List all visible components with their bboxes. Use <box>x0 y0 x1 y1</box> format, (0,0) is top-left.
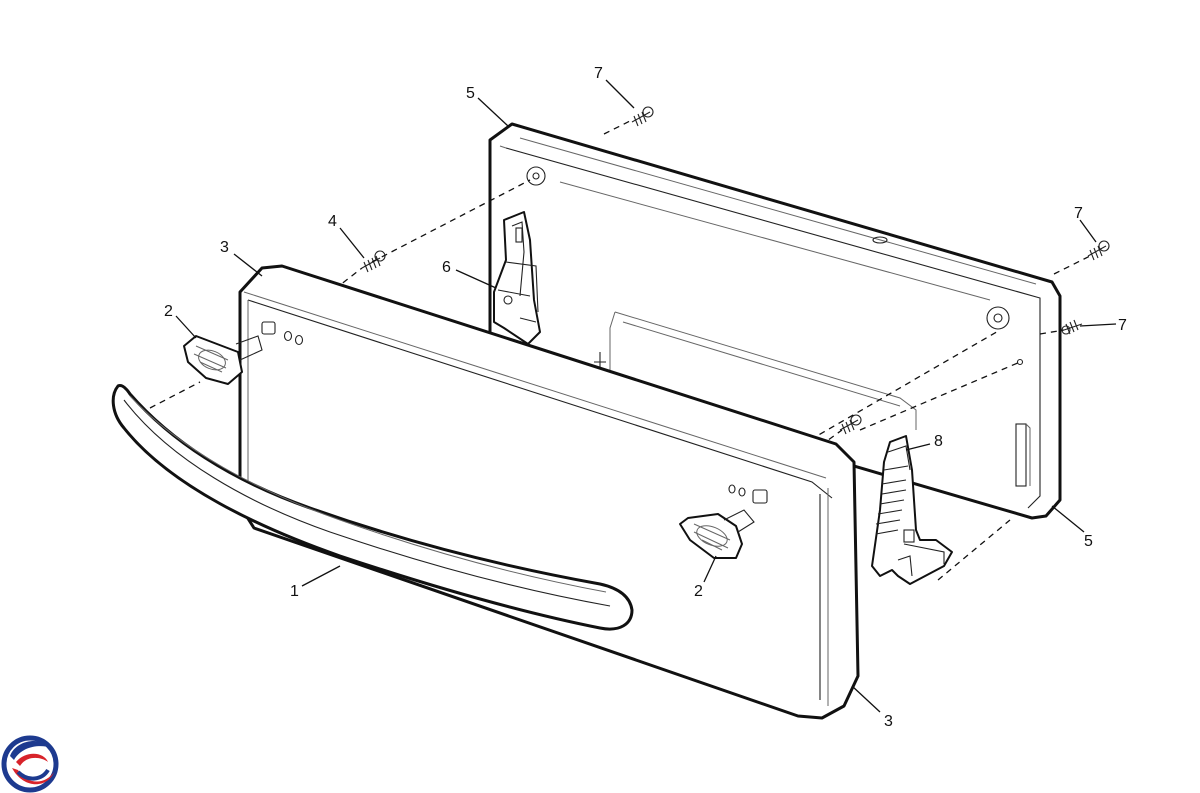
callout-5-top: 5 <box>466 85 475 102</box>
callout-2-left: 2 <box>164 303 173 320</box>
callout-5-bottom: 5 <box>1084 533 1093 550</box>
callout-2-right: 2 <box>694 583 703 600</box>
callout-7-top: 7 <box>594 65 603 82</box>
inner-door-panel <box>488 122 1062 520</box>
brand-logo <box>1 735 59 793</box>
outer-door-panel <box>238 264 860 720</box>
callout-7-right-upper: 7 <box>1074 205 1083 222</box>
end-cap-right <box>679 509 755 559</box>
screw-7-right-lower <box>1061 319 1083 335</box>
callout-8: 8 <box>934 433 943 450</box>
callout-3-bottom: 3 <box>884 713 893 730</box>
callout-labels: 1 2 2 3 3 4 5 5 6 7 7 7 8 <box>164 65 1127 730</box>
screw-7-top <box>631 106 654 127</box>
callout-leaders <box>175 79 1117 713</box>
screw-7-right-upper <box>1087 240 1110 261</box>
callout-1-handle: 1 <box>290 583 299 600</box>
callout-6: 6 <box>442 259 451 276</box>
handle <box>111 384 634 631</box>
hinge-right <box>871 435 953 585</box>
callout-4: 4 <box>328 213 337 230</box>
screw-middle <box>839 414 862 435</box>
end-cap-left <box>183 335 263 385</box>
callout-7-right-lower: 7 <box>1118 317 1127 334</box>
callout-3-top: 3 <box>220 239 229 256</box>
